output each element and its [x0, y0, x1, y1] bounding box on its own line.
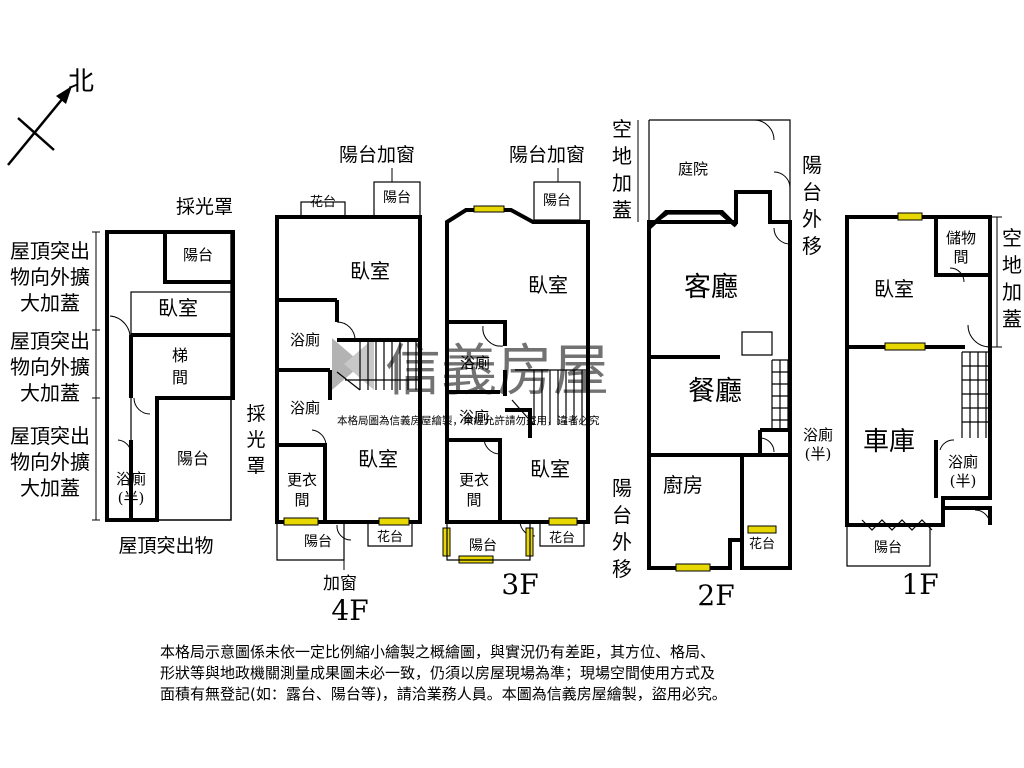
roof-skylight-side-2: 光 [246, 429, 265, 451]
1f-bath-line2: (半) [950, 472, 977, 490]
roof-balcony-big: 陽台 [177, 449, 209, 468]
3f-bedroom-bottom: 臥室 [530, 457, 570, 481]
watermark-logo [332, 338, 374, 390]
roof-extension-b-line3: 大加蓋 [20, 381, 80, 405]
1f-floor-label: 1F [901, 568, 938, 601]
floor-2f-plan: 空 地 加 蓋 庭院 陽 台 外 移 客廳 餐廳 浴廁 (半) 廚房 陽 台 外… [612, 117, 833, 612]
roof-bedroom: 臥室 [158, 296, 198, 320]
1f-vacant-cover-2: 地 [1002, 253, 1022, 277]
2f-planter: 花台 [749, 536, 775, 552]
1f-storage-line1: 儲物 [946, 229, 976, 247]
2f-balcony-out-left-3: 外 [612, 530, 632, 554]
3f-enclosed-balcony: 陽台加窗 [509, 144, 585, 166]
roof-extension-a-line1: 屋頂突出 [10, 239, 90, 263]
2f-courtyard: 庭院 [678, 160, 708, 178]
floor-3f-plan: 陽台加窗 陽台 臥室 浴廁 浴廁 更衣 間 臥室 陽台 花台 3F [442, 144, 590, 601]
2f-kitchen: 廚房 [663, 473, 703, 497]
roof-extension-c-line3: 大加蓋 [20, 476, 80, 500]
2f-balcony-out-left-1: 陽 [612, 476, 632, 500]
3f-balcony-bottom: 陽台 [469, 538, 497, 554]
1f-vacant-cover-4: 蓋 [1002, 307, 1022, 331]
4f-planter-top: 花台 [310, 194, 336, 210]
1f-storage-line2: 間 [953, 248, 968, 266]
1f-garage: 車庫 [863, 427, 915, 457]
roof-extension-c-line2: 物向外擴 [10, 450, 90, 474]
floor-plan: 北 信義房屋 本格局圖為信義房屋繪製，未經允許請勿盜用，違者必究 採光罩 屋頂突… [7, 67, 1022, 627]
roof-bath-line2: (半) [118, 489, 145, 507]
3f-bedroom-top: 臥室 [528, 273, 568, 297]
floor-4f-plan: 陽台加窗 花台 陽台 臥室 浴廁 浴廁 更衣 間 臥室 陽台 花台 加窗 4F [275, 144, 422, 627]
2f-balcony-out-left-2: 台 [612, 503, 632, 527]
4f-balcony-top: 陽台 [383, 190, 411, 206]
3f-bath1: 浴廁 [460, 354, 490, 372]
2f-bath-line1: 浴廁 [803, 426, 833, 444]
compass-arrow-shaft [7, 91, 69, 166]
2f-balcony-out-left-4: 移 [612, 557, 632, 581]
roof-balcony-top: 陽台 [183, 246, 213, 264]
2f-living-room: 客廳 [684, 272, 738, 303]
2f-balcony-out-top-1: 陽 [802, 153, 822, 177]
1f-vacant-cover-1: 空 [1002, 226, 1022, 250]
1f-vacant-cover-3: 加 [1002, 280, 1022, 304]
2f-vacant-cover-2: 地 [612, 144, 632, 168]
4f-enclosed-balcony: 陽台加窗 [339, 144, 415, 166]
4f-bedroom-bottom: 臥室 [358, 447, 398, 471]
roof-extension-c-line1: 屋頂突出 [10, 424, 90, 448]
2f-vacant-cover-3: 加 [612, 171, 632, 195]
2f-vacant-cover-4: 蓋 [612, 198, 632, 222]
compass: 北 [7, 67, 94, 166]
compass-north-label: 北 [68, 67, 94, 97]
3f-closet-line2: 間 [466, 491, 481, 509]
2f-balcony-out-top-2: 台 [802, 180, 822, 204]
roof-extension-b-line1: 屋頂突出 [10, 329, 90, 353]
4f-planter-bottom: 花台 [377, 529, 403, 545]
roof-caption: 屋頂突出物 [118, 535, 213, 557]
4f-bath1: 浴廁 [290, 331, 320, 349]
disclaimer-line-1: 本格局示意圖係未依一定比例縮小繪製之概繪圖，與實況仍有差距，其方位、格局、 [160, 643, 716, 661]
roof-stair-line2: 間 [172, 368, 188, 387]
1f-balcony: 陽台 [874, 540, 902, 556]
3f-planter-bottom: 花台 [549, 530, 575, 546]
2f-balcony-out-top-4: 移 [802, 234, 822, 258]
4f-closet-line1: 更衣 [287, 471, 317, 489]
3f-floor-label: 3F [501, 568, 538, 601]
4f-floor-label: 4F [331, 594, 368, 627]
4f-window-added: 加窗 [323, 574, 357, 594]
4f-balcony-bottom: 陽台 [304, 534, 332, 550]
4f-bath2: 浴廁 [290, 399, 320, 417]
roof-extension-a-line2: 物向外擴 [10, 265, 90, 289]
disclaimer-text: 本格局示意圖係未依一定比例縮小繪製之概繪圖，與實況仍有差距，其方位、格局、 形狀… [160, 642, 880, 705]
roof-skylight-side-1: 採 [246, 403, 265, 425]
3f-closet-line1: 更衣 [459, 471, 489, 489]
2f-vacant-cover-1: 空 [612, 117, 632, 141]
roof-extension-b-line2: 物向外擴 [10, 355, 90, 379]
1f-bedroom: 臥室 [874, 277, 914, 301]
compass-cross-line [17, 117, 55, 151]
roof-skylight-label: 採光罩 [176, 196, 233, 218]
2f-floor-label: 2F [697, 579, 734, 612]
roof-stair-line1: 梯 [172, 346, 188, 365]
disclaimer-line-2: 形狀等與地政機關測量成果圖未必一致，仍須以房屋現場為準；現場空間使用方式及 [160, 664, 716, 682]
2f-balcony-out-top-3: 外 [802, 207, 822, 231]
2f-dining-room: 餐廳 [688, 376, 742, 407]
compass-arrow-head-icon [56, 86, 72, 104]
roof-floor-plan: 採光罩 屋頂突出 物向外擴 大加蓋 屋頂突出 物向外擴 大加蓋 屋頂突出 物向外… [10, 196, 266, 557]
roof-bath-line1: 浴廁 [116, 470, 146, 488]
disclaimer-line-3: 面積有無登記(如：露台、陽台等)，請洽業務人員。本圖為信義房屋繪製，盜用必究。 [160, 685, 727, 703]
floor-1f-plan: 儲物 間 空 地 加 蓋 臥室 車庫 浴廁 (半) 陽台 1F [845, 212, 1022, 601]
3f-balcony-top: 陽台 [543, 193, 571, 209]
roof-extension-a-line3: 大加蓋 [20, 291, 80, 315]
3f-bath2: 浴廁 [459, 408, 489, 426]
4f-bedroom-top: 臥室 [350, 259, 390, 283]
1f-bath-line1: 浴廁 [948, 453, 978, 471]
2f-bath-line2: (半) [805, 445, 832, 463]
roof-skylight-side-3: 罩 [246, 455, 265, 477]
4f-closet-line2: 間 [294, 491, 309, 509]
